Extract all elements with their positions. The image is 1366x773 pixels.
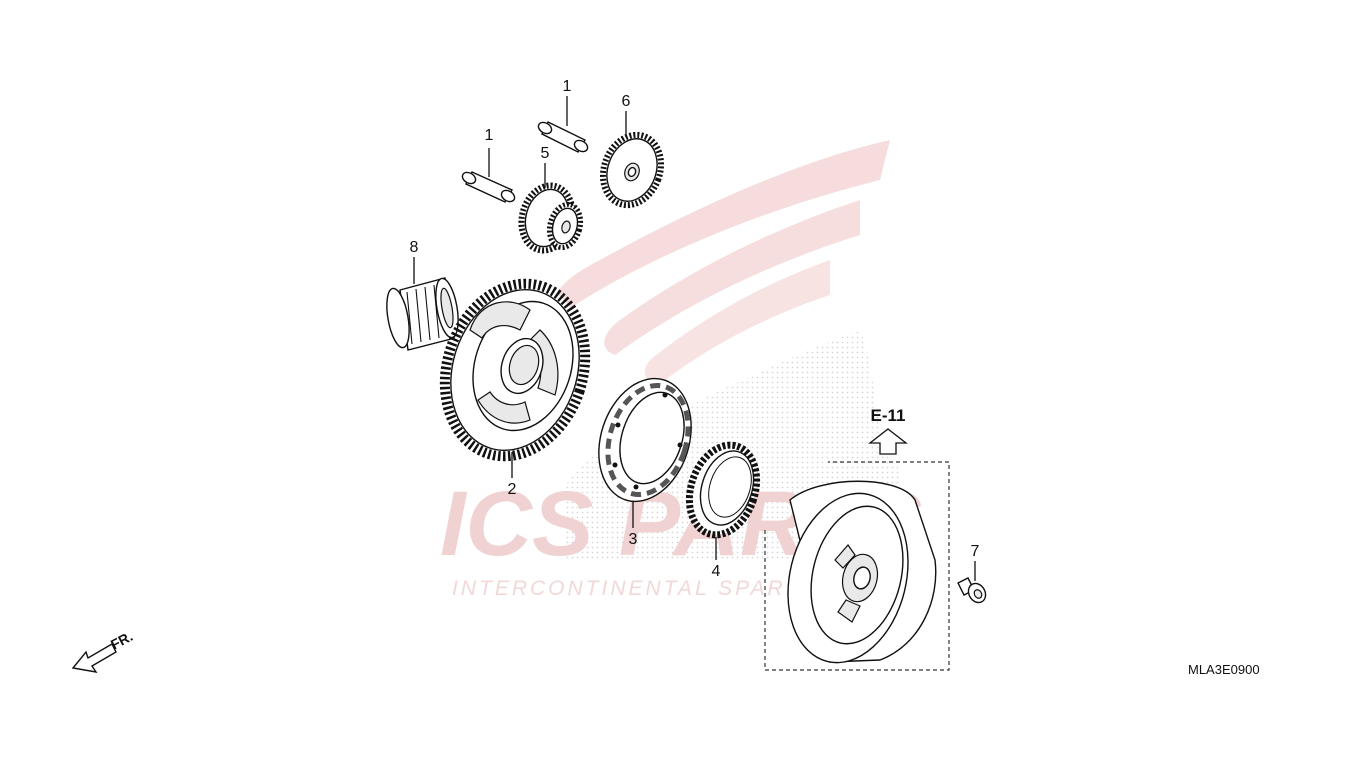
diagram-code: MLA3E0900	[1188, 662, 1260, 677]
callout-4: 4	[712, 563, 721, 580]
callout-6: 6	[622, 93, 631, 110]
part-flywheel	[787, 480, 937, 664]
watermark-tagline: INTERCONTINENTAL SPARE PARTS	[452, 577, 895, 600]
reference-group-e11[interactable]: E-11	[764, 406, 950, 675]
watermark-wing-red	[554, 140, 890, 315]
reference-dashed-frame	[764, 461, 950, 671]
arrow-front-icon	[71, 643, 117, 673]
callout-8: 8	[410, 239, 419, 256]
part-starter-idle-gear[interactable]	[514, 180, 585, 257]
part-dowel-pin-upper[interactable]	[536, 120, 589, 154]
callout-2: 2	[508, 481, 517, 498]
arrow-up-icon	[868, 428, 908, 455]
front-direction-indicator: FR.	[71, 628, 135, 673]
part-one-way-clutch[interactable]	[678, 436, 767, 543]
callout-1-lower: 1	[485, 127, 494, 144]
part-needle-bearing[interactable]	[383, 277, 462, 351]
part-starter-reduction-gear[interactable]	[593, 127, 670, 214]
part-flywheel-bolt[interactable]	[957, 577, 989, 606]
reference-group-label: E-11	[871, 406, 906, 425]
callout-3: 3	[629, 531, 638, 548]
part-starter-driven-gear[interactable]	[423, 265, 607, 474]
callout-1-upper: 1	[563, 78, 572, 95]
callout-5: 5	[541, 145, 550, 162]
callout-7: 7	[971, 543, 980, 560]
part-one-way-clutch-outer[interactable]	[584, 366, 707, 513]
part-dowel-pin-lower[interactable]	[460, 170, 516, 204]
